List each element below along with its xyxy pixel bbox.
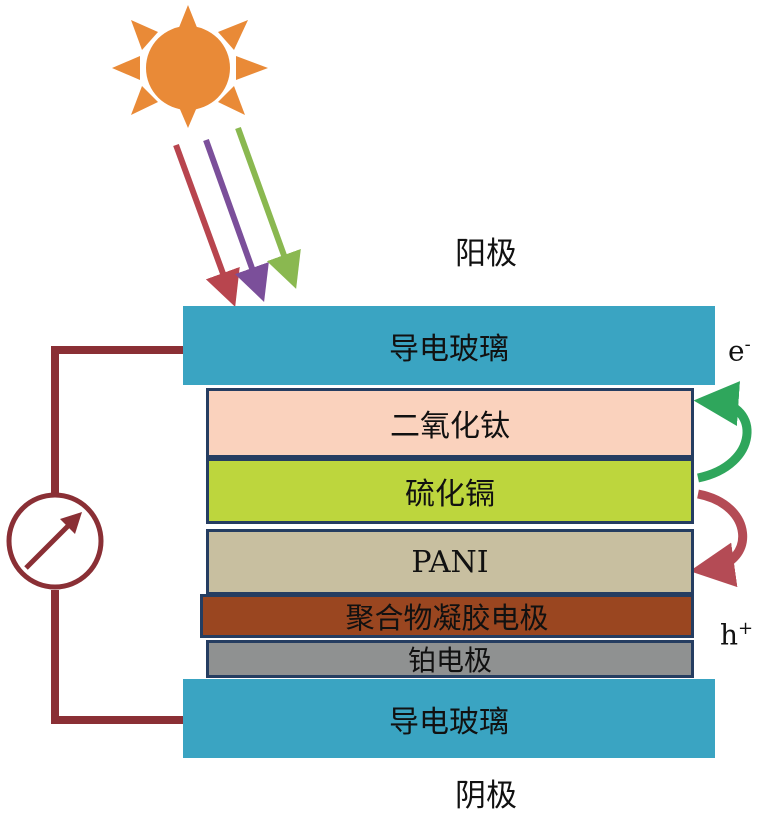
purple-light-ray: [203, 138, 269, 302]
hole-charge: +: [738, 618, 754, 639]
external-circuit-wire: [51, 346, 183, 493]
electron-label: e-: [728, 334, 751, 367]
electron-charge: -: [744, 334, 751, 355]
electron-transfer-arrow: [693, 381, 752, 483]
pt-label: 铂电极: [407, 644, 492, 677]
tio2-label: 二氧化钛: [390, 409, 510, 444]
red-light-ray: [173, 143, 240, 307]
polymer-gel-electrode-layer: 聚合物凝胶电极: [200, 594, 694, 638]
top-conductive-glass: 导电玻璃: [183, 306, 715, 385]
top-glass-label: 导电玻璃: [389, 331, 509, 367]
tio2-layer: 二氧化钛: [206, 388, 694, 458]
hole-symbol: h: [720, 618, 739, 652]
cds-label: 硫化镉: [405, 477, 495, 512]
meter-gauge-icon: [6, 492, 104, 590]
electron-symbol: e: [728, 334, 745, 368]
light-rays: [173, 126, 301, 307]
platinum-electrode-layer: 铂电极: [206, 640, 694, 678]
hole-label: h+: [720, 618, 753, 651]
green-light-ray: [235, 126, 301, 289]
sun-icon: [112, 5, 268, 128]
bottom-conductive-glass: 导电玻璃: [183, 679, 715, 758]
cds-layer: 硫化镉: [206, 458, 694, 524]
bottom-glass-label: 导电玻璃: [389, 704, 509, 740]
cathode-label: 阴极: [455, 778, 517, 814]
pani-label: PANI: [411, 544, 489, 580]
gel-label: 聚合物凝胶电极: [345, 601, 549, 635]
pani-layer: PANI: [206, 529, 694, 595]
hole-transfer-arrow: [689, 489, 748, 588]
external-circuit-wire-lower: [51, 590, 183, 724]
anode-label: 阳极: [455, 236, 517, 272]
